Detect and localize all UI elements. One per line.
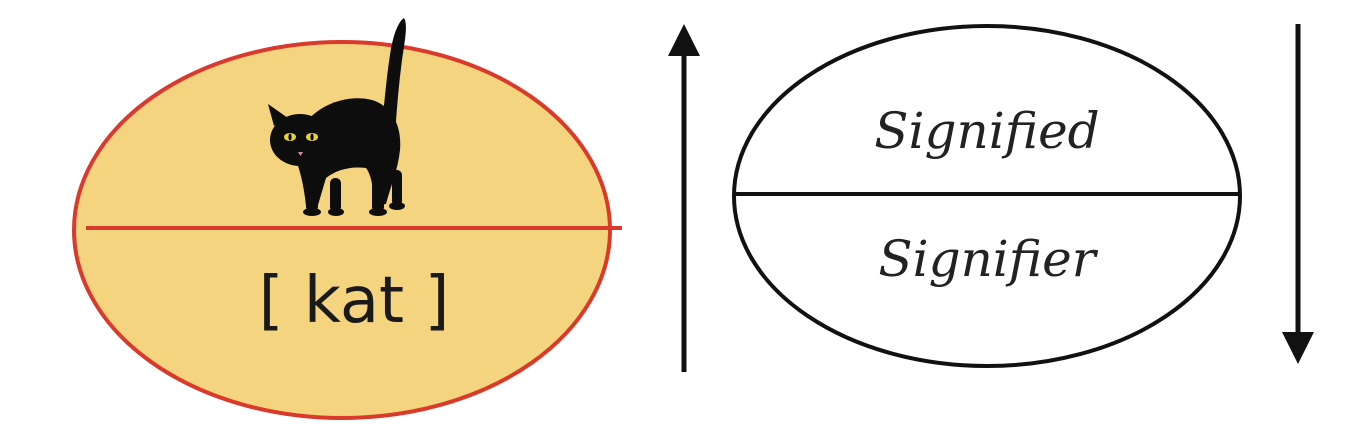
cat-sign-diagram: [ kat ] [72,18,622,420]
signifier-label: Signifier [878,230,1098,288]
sound-image-label: [ kat ] [259,264,450,338]
saussure-sign-diagram: Signified Signifier [668,24,1314,372]
signified-label: Signified [874,102,1099,160]
black-cat-icon [268,18,406,216]
arrow-up-icon [668,24,700,372]
arrow-down-icon [1282,24,1314,364]
cat-eyes [284,133,318,156]
